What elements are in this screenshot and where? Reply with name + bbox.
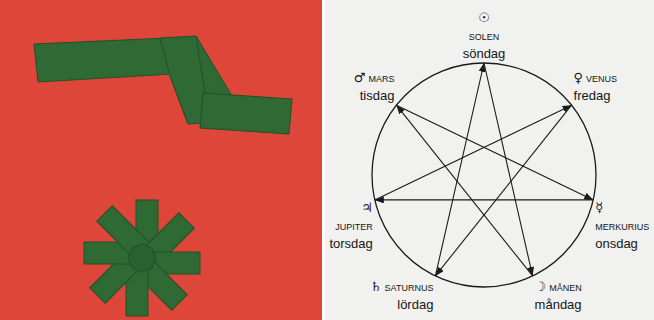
- label-row: ☉: [463, 8, 506, 26]
- planet-name: MÅNEN: [549, 283, 582, 293]
- planet-symbol: ♂: [354, 70, 366, 85]
- weekday-name: fredag: [574, 88, 611, 103]
- weekday-arrow: [396, 105, 593, 200]
- label-row: onsdag: [595, 234, 649, 252]
- planet-name: MERKURIUS: [595, 222, 649, 232]
- weekday-name: tisdag: [360, 88, 395, 103]
- planet-label: ♃ JUPITER torsdag: [327, 197, 374, 253]
- folded-strip: [34, 36, 292, 134]
- label-row: ☿: [595, 198, 649, 216]
- planet-label: ☽MÅNEN måndag: [533, 276, 584, 314]
- weekday-arrow: [435, 63, 484, 276]
- label-row: ☽MÅNEN: [535, 277, 582, 295]
- week-circle: [372, 63, 596, 287]
- planet-name: SATURNUS: [385, 283, 434, 293]
- strip-right: [200, 93, 292, 134]
- book-page-background: [325, 0, 654, 320]
- planet-symbol: ♃: [361, 200, 373, 215]
- label-row: måndag: [535, 295, 582, 313]
- strip-left: [34, 38, 172, 82]
- planet-symbol: ☿: [595, 200, 603, 215]
- weekday-arrow: [375, 199, 593, 200]
- label-row: ♂MARS: [354, 68, 395, 86]
- planet-label: ♄SATURNUS lördag: [368, 276, 436, 314]
- weekday-arrow: [435, 105, 571, 276]
- fold-line: [196, 36, 205, 93]
- planet-symbol: ♀: [574, 70, 584, 85]
- planet-name: MARS: [368, 74, 394, 84]
- weekday-name: måndag: [535, 297, 582, 312]
- label-row: MERKURIUS: [595, 216, 649, 234]
- planet-symbol: ♄: [370, 279, 382, 294]
- label-row: fredag: [574, 86, 618, 104]
- label-row: lördag: [370, 295, 434, 313]
- label-row: SOLEN: [463, 26, 506, 44]
- label-row: torsdag: [329, 234, 372, 252]
- label-row: JUPITER: [329, 216, 372, 234]
- planet-label: ☉ SOLEN söndag: [461, 7, 508, 63]
- fold-line: [170, 76, 188, 124]
- planet-name: JUPITER: [335, 222, 373, 232]
- planet-label: ♀VENUS fredag: [572, 67, 620, 105]
- edge-group: [375, 63, 593, 276]
- planet-label: ♂MARS tisdag: [352, 67, 397, 105]
- rosette-center: [128, 244, 156, 272]
- weekday-name: lördag: [397, 297, 433, 312]
- planet-label: ☿ MERKURIUS onsdag: [593, 197, 651, 253]
- weekday-arrow: [484, 63, 533, 276]
- label-row: tisdag: [354, 86, 395, 104]
- label-row: ♃: [329, 198, 372, 216]
- label-row: ♀VENUS: [574, 68, 618, 86]
- weekday-name: onsdag: [595, 236, 638, 251]
- weekday-arrow: [375, 105, 572, 200]
- planet-symbol: ☽: [535, 279, 547, 294]
- label-row: söndag: [463, 44, 506, 62]
- folded-rosette: [84, 200, 200, 316]
- weekday-arrow: [396, 105, 532, 276]
- label-row: ♄SATURNUS: [370, 277, 434, 295]
- red-paper-background: [0, 0, 322, 320]
- planet-name: SOLEN: [469, 32, 500, 42]
- weekday-name: torsdag: [329, 236, 372, 251]
- planet-name: VENUS: [586, 74, 617, 84]
- planet-symbol: ☉: [478, 10, 490, 25]
- weekday-name: söndag: [463, 46, 506, 61]
